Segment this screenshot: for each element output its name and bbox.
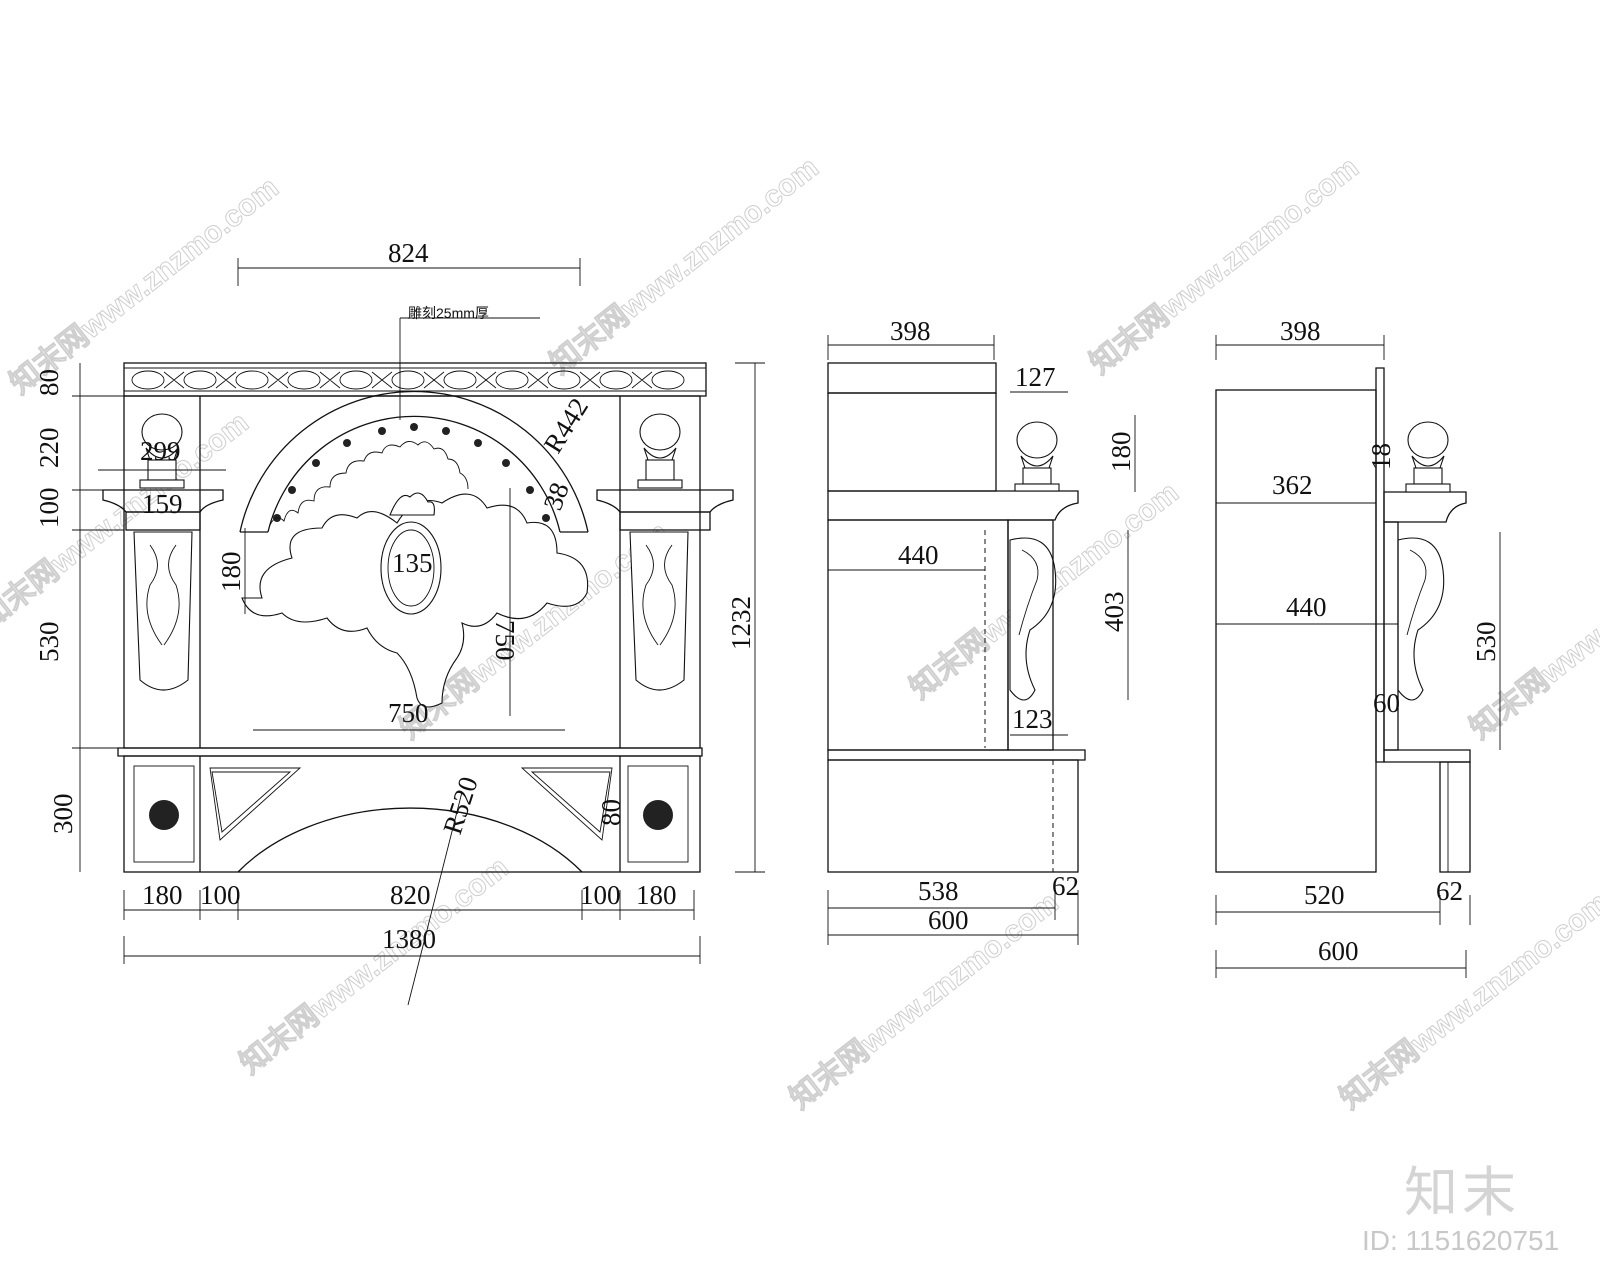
dim-col-159: 159 xyxy=(142,489,183,519)
dim-h80: 80 xyxy=(34,369,64,396)
dim-bottom-100-right: 100 xyxy=(580,880,621,910)
dim-w18: 18 xyxy=(1366,443,1396,470)
front-dimensions: 824 雕刻25mm厚 80 220 100 530 300 1232 299 … xyxy=(34,238,765,1006)
dim-h530: 530 xyxy=(1471,622,1501,663)
left-corbel xyxy=(133,531,193,691)
side1-dimensions: 398 127 180 440 403 123 538 62 600 xyxy=(827,316,1136,945)
watermark-text: 知末网www.znzmo.com xyxy=(1084,151,1365,381)
dim-w60: 60 xyxy=(1373,688,1400,718)
image-id-label: ID: 1151620751 xyxy=(1362,1225,1560,1256)
dim-carving-note: 雕刻25mm厚 xyxy=(408,305,489,321)
side1-corbel xyxy=(1009,537,1057,701)
dim-h220: 220 xyxy=(34,428,64,469)
dim-arch-radius: R442 xyxy=(538,393,594,459)
side2-dimensions: 398 18 362 440 530 60 520 62 600 xyxy=(1215,316,1501,978)
left-finial xyxy=(139,413,185,489)
watermark-text: 知末网www.znzmo.com xyxy=(1334,886,1600,1116)
dim-w440: 440 xyxy=(898,540,939,570)
side2-finial xyxy=(1405,421,1451,493)
dim-lower-80: 80 xyxy=(596,799,626,826)
dim-h100: 100 xyxy=(34,488,64,529)
dim-h180: 180 xyxy=(1106,432,1136,473)
arch-scallops xyxy=(269,423,550,526)
dim-bottom-100-left: 100 xyxy=(200,880,241,910)
frieze-ornament xyxy=(131,370,685,390)
dim-w538: 538 xyxy=(918,876,959,906)
watermarks: 知末网www.znzmo.com 知末网www.znzmo.com 知末网www… xyxy=(0,150,1600,1116)
dim-col-299: 299 xyxy=(140,436,181,466)
dim-h300: 300 xyxy=(48,794,78,835)
watermark-text: 知末网www.znzmo.com xyxy=(544,151,825,381)
watermark-logo: 知末 xyxy=(1404,1161,1520,1224)
dim-total-height: 1232 xyxy=(726,596,756,650)
dim-top-398: 398 xyxy=(890,316,931,346)
dim-w123: 123 xyxy=(1012,704,1053,734)
dim-carving-height: 180 xyxy=(216,552,246,593)
front-view xyxy=(102,362,734,873)
right-finial xyxy=(637,413,683,489)
side-view-2 xyxy=(1215,367,1471,873)
watermark-text: 知末网www.znzmo.com xyxy=(4,171,285,401)
dim-bottom-820: 820 xyxy=(390,880,431,910)
dim-bottom-180-left: 180 xyxy=(142,880,183,910)
dim-w362: 362 xyxy=(1272,470,1313,500)
dim-carving-vert: 750 xyxy=(490,620,520,661)
dim-h530: 530 xyxy=(34,622,64,663)
dim-top-width: 824 xyxy=(388,238,429,268)
dim-total-width: 1380 xyxy=(382,924,436,954)
dim-w600: 600 xyxy=(928,905,969,935)
dim-w600: 600 xyxy=(1318,936,1359,966)
side-view-1 xyxy=(827,362,1086,873)
watermark-text: 知末网www.znzmo.com xyxy=(784,886,1065,1116)
dim-w127: 127 xyxy=(1015,362,1056,392)
dim-h403: 403 xyxy=(1099,592,1129,633)
dim-bottom-180-right: 180 xyxy=(636,880,677,910)
dim-center-oval: 135 xyxy=(392,548,433,578)
side1-finial xyxy=(1014,421,1060,492)
central-carving xyxy=(241,492,589,708)
dim-carving-width: 750 xyxy=(388,698,429,728)
dim-w440: 440 xyxy=(1286,592,1327,622)
dim-top-398: 398 xyxy=(1280,316,1321,346)
dim-w62: 62 xyxy=(1052,871,1079,901)
right-corbel xyxy=(629,531,689,691)
dim-lower-radius: R520 xyxy=(437,773,484,838)
watermark-text: 知末网www.znzmo.com xyxy=(234,851,515,1081)
dim-w62: 62 xyxy=(1436,876,1463,906)
dim-w520: 520 xyxy=(1304,880,1345,910)
side2-corbel xyxy=(1397,537,1445,701)
